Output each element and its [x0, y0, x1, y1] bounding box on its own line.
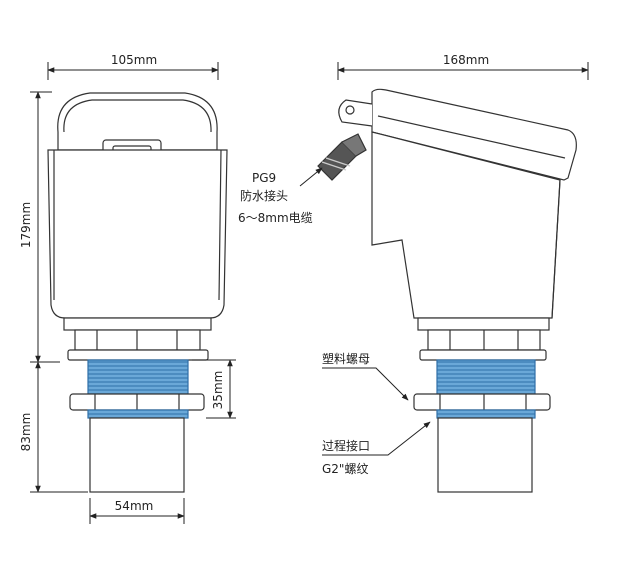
side-hinge — [338, 99, 373, 127]
connection-label-1: 过程接口 — [322, 438, 370, 453]
side-nut — [413, 393, 551, 411]
dim-lower-height: 83mm — [19, 413, 33, 452]
gland-label-2: 防水接头 — [240, 188, 288, 203]
dim-front-width: 105mm — [111, 53, 157, 67]
side-sensor-tube — [437, 417, 533, 493]
side-view — [317, 88, 577, 493]
dim-body-height: 179mm — [19, 202, 33, 248]
nut-label: 塑料螺母 — [322, 351, 370, 366]
connection-label-2: G2"螺纹 — [322, 462, 368, 476]
gland-label-3: 6～8mm电缆 — [238, 211, 313, 225]
side-thread — [436, 359, 536, 395]
dim-bottom-width: 54mm — [115, 499, 154, 513]
dimension-lines — [30, 62, 589, 524]
front-thread — [87, 359, 189, 395]
dim-side-width: 168mm — [443, 53, 489, 67]
front-view — [47, 92, 228, 493]
front-lid — [57, 92, 218, 151]
front-neck — [63, 317, 212, 331]
side-lid — [371, 88, 577, 181]
cable-gland — [317, 133, 367, 181]
dim-thread-height: 35mm — [211, 371, 225, 410]
front-body — [47, 149, 228, 319]
front-sensor-tube — [89, 417, 185, 493]
gland-label-1: PG9 — [252, 171, 276, 185]
